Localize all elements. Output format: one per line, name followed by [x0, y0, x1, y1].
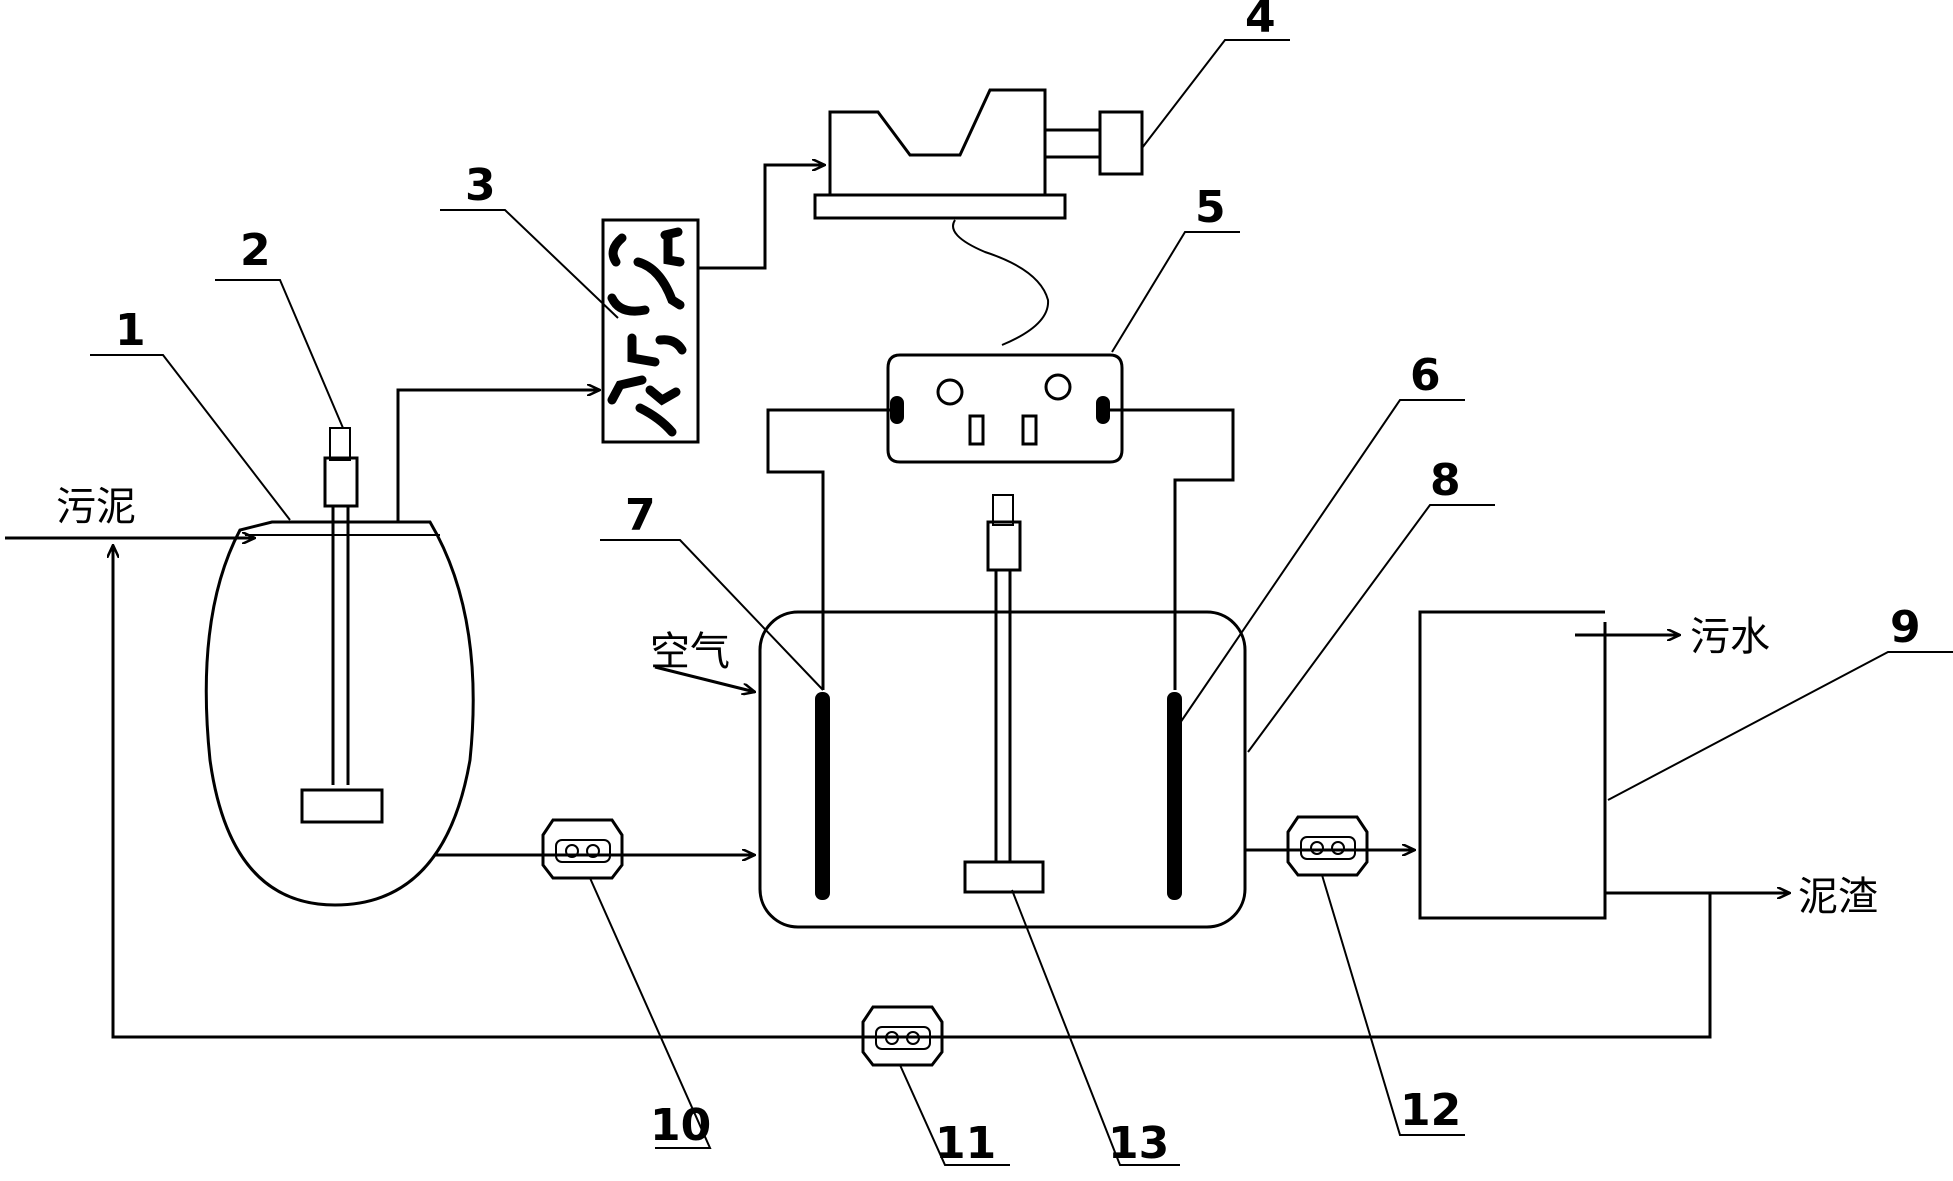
sludge-return-line — [113, 545, 1712, 1039]
gas-purifier — [601, 218, 700, 444]
part-number-3: 3 — [465, 160, 496, 211]
gas-line-to-generator — [698, 165, 825, 270]
gas-line-to-purifier — [396, 390, 600, 522]
wire-left-electrode — [766, 408, 890, 690]
tank-stirrer — [300, 427, 384, 824]
part-number-13: 13 — [1108, 1118, 1169, 1169]
power-controller — [886, 353, 1124, 464]
digestion-tank — [204, 520, 475, 907]
leader-lines — [90, 39, 1953, 1166]
part-number-7: 7 — [625, 490, 656, 541]
sludge-inlet-label: 污泥 — [56, 484, 136, 530]
pump-10 — [541, 818, 624, 880]
electrolytic-stirrer — [963, 494, 1045, 894]
wire-right-electrode — [1110, 408, 1235, 690]
part-number-1: 1 — [115, 305, 146, 356]
part-number-11: 11 — [935, 1118, 996, 1169]
electrode-cathode — [1167, 692, 1182, 900]
part-number-2: 2 — [240, 225, 271, 276]
sewage-outlet-label: 污水 — [1690, 614, 1770, 660]
part-number-4: 4 — [1245, 0, 1276, 43]
pump-12 — [1286, 815, 1369, 877]
air-inlet-label: 空气 — [650, 629, 730, 675]
air-inlet-line — [654, 665, 755, 692]
electrode-anode — [815, 692, 830, 900]
separator — [1418, 610, 1607, 920]
power-cable — [952, 219, 1050, 346]
part-number-12: 12 — [1400, 1085, 1461, 1136]
pump-11 — [861, 1005, 944, 1067]
part-number-6: 6 — [1410, 350, 1441, 401]
residue-outlet-label: 泥渣 — [1798, 874, 1878, 920]
part-number-8: 8 — [1430, 455, 1461, 506]
electrolytic-tank — [758, 610, 1247, 929]
generator — [813, 88, 1144, 220]
part-number-5: 5 — [1195, 182, 1226, 233]
part-number-9: 9 — [1890, 602, 1921, 653]
part-number-10: 10 — [650, 1100, 711, 1151]
